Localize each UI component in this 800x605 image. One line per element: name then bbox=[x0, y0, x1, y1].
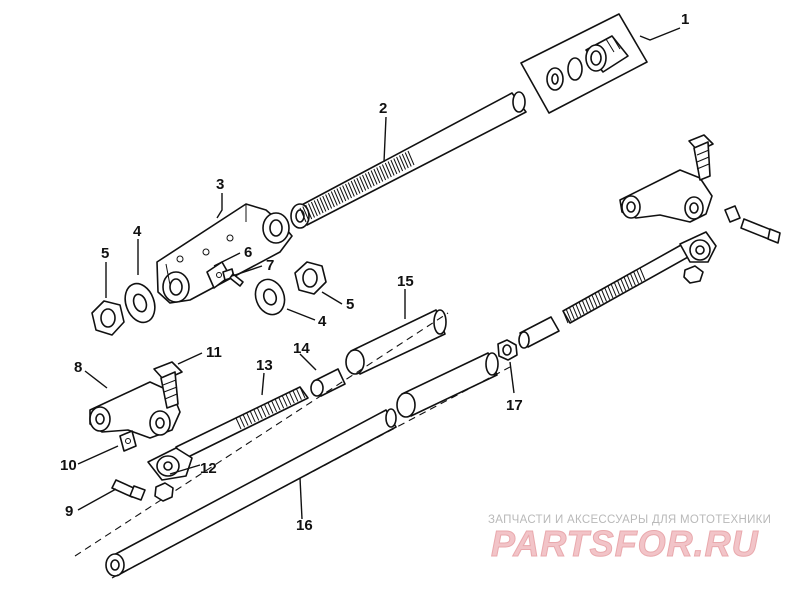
part-8-clamp-left bbox=[89, 381, 181, 439]
callout-17: 17 bbox=[506, 397, 523, 414]
callout-15: 15 bbox=[397, 273, 414, 290]
part-9-bolt bbox=[111, 479, 146, 501]
part-10-plate bbox=[119, 430, 137, 452]
part-12-nut bbox=[154, 482, 174, 502]
part-16-long-tube bbox=[105, 408, 397, 577]
callout-16: 16 bbox=[296, 517, 313, 534]
part-nut-rod-right bbox=[683, 265, 704, 284]
callout-4-right: 4 bbox=[318, 313, 327, 330]
callout-2: 2 bbox=[379, 100, 387, 117]
callout-3: 3 bbox=[216, 176, 224, 193]
part-5-nut-left bbox=[91, 300, 125, 336]
part-4-washer-left bbox=[124, 282, 156, 324]
part-5-nut-right bbox=[294, 261, 327, 295]
callout-10: 10 bbox=[60, 457, 77, 474]
part-tube-lower bbox=[396, 352, 499, 418]
callout-6: 6 bbox=[244, 244, 252, 261]
callout-labels: 1 2 3 4 4 5 5 6 7 8 9 10 11 12 13 14 15 … bbox=[60, 11, 689, 534]
callout-5-left: 5 bbox=[101, 245, 109, 262]
callout-4-left: 4 bbox=[133, 223, 142, 240]
part-2-threaded-tube bbox=[290, 91, 527, 229]
leader-lines bbox=[77, 27, 681, 520]
part-7-bolt bbox=[222, 268, 244, 287]
part-spacer-right bbox=[518, 316, 560, 349]
part-3-bracket bbox=[156, 203, 293, 304]
callout-7: 7 bbox=[266, 257, 274, 274]
part-17-nut bbox=[497, 339, 518, 361]
part-bolt-top-right bbox=[688, 134, 714, 181]
watermark-logo: PARTSFOR.RU bbox=[491, 523, 759, 564]
assembly-dashed-outline bbox=[74, 312, 511, 579]
part-washer-right-small bbox=[724, 205, 741, 223]
part-1-seal-kit bbox=[520, 13, 648, 114]
callout-11: 11 bbox=[206, 344, 222, 361]
watermark-subtitle: ЗАПЧАСТИ И АКСЕССУАРЫ ДЛЯ МОТОТЕХНИКИ bbox=[488, 514, 771, 526]
callout-1: 1 bbox=[681, 11, 689, 28]
part-15-tube bbox=[345, 309, 447, 375]
callout-9: 9 bbox=[65, 503, 73, 520]
part-11-bolt bbox=[153, 361, 183, 409]
part-tie-rod-end-right bbox=[562, 231, 717, 324]
part-4-washer-right bbox=[254, 278, 286, 316]
part-13-tie-rod-end bbox=[147, 386, 309, 481]
callout-5-right: 5 bbox=[346, 296, 354, 313]
callout-8: 8 bbox=[74, 359, 82, 376]
callout-14: 14 bbox=[293, 340, 310, 357]
part-14-spacer bbox=[310, 368, 346, 397]
part-clamp-right bbox=[619, 169, 713, 223]
callout-12: 12 bbox=[200, 460, 217, 477]
callout-13: 13 bbox=[256, 357, 273, 374]
watermark: ЗАПЧАСТИ И АКСЕССУАРЫ ДЛЯ МОТОТЕХНИКИ PA… bbox=[488, 514, 771, 565]
part-bolt-right bbox=[740, 218, 781, 244]
